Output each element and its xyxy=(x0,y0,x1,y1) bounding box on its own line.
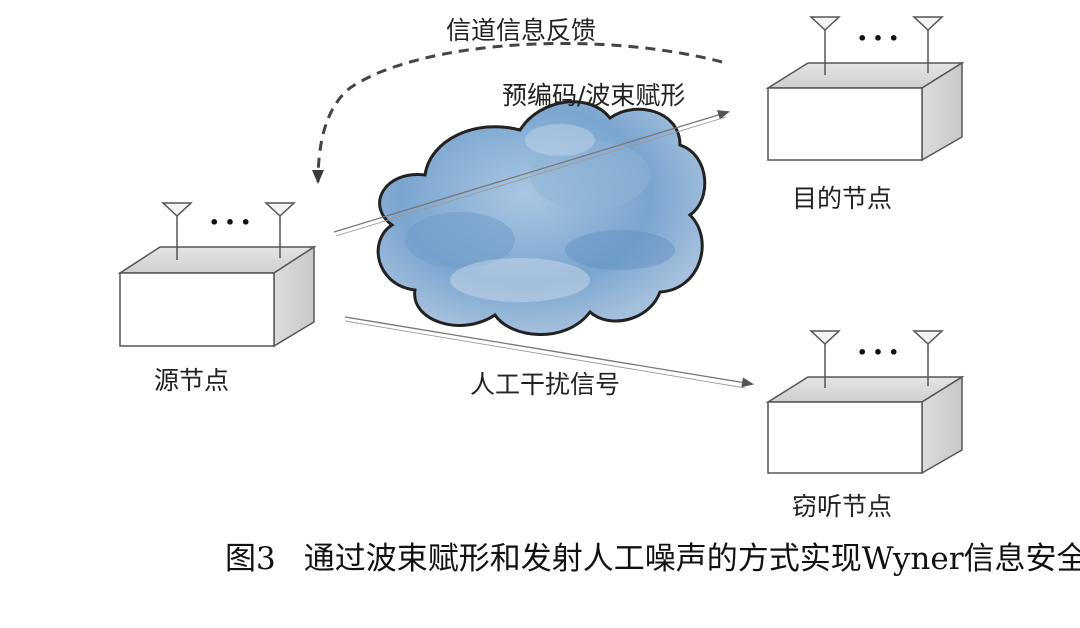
destination-node-box: • • • xyxy=(765,16,965,162)
source-antenna-left xyxy=(161,202,193,260)
csi-feedback-label: 信道信息反馈 xyxy=(446,16,597,45)
eavesdropper-antenna-ellipsis: • • • xyxy=(857,343,899,362)
beamforming-arrow xyxy=(333,110,730,237)
destination-node-label: 目的节点 xyxy=(792,184,893,213)
eavesdropper-antenna-right xyxy=(912,330,944,386)
source-node-label: 源节点 xyxy=(154,366,230,395)
source-node-box: • • • xyxy=(117,202,317,348)
destination-antenna-right xyxy=(912,16,944,73)
precoding-beamforming-label: 预编码/波束赋形 xyxy=(502,81,686,110)
source-antenna-right xyxy=(264,202,296,258)
eavesdropper-node-label: 窃听节点 xyxy=(792,492,893,521)
source-antenna-ellipsis: • • • xyxy=(209,213,251,232)
figure-number: 图3 xyxy=(225,541,276,577)
caption-text: 通过波束赋形和发射人工噪声的方式实现Wyner信息安全 xyxy=(303,541,1080,577)
wireless-channel-cloud xyxy=(376,100,707,336)
destination-antenna-ellipsis: • • • xyxy=(857,29,899,48)
csi-feedback-arrow xyxy=(312,42,723,184)
jamming-signal-arrow xyxy=(344,316,754,389)
eavesdropper-antenna-left xyxy=(809,330,841,388)
destination-antenna-left xyxy=(809,16,841,75)
figure-caption: 图3 通过波束赋形和发射人工噪声的方式实现Wyner信息安全 xyxy=(225,544,1080,575)
artificial-jamming-label: 人工干扰信号 xyxy=(470,370,621,399)
eavesdropper-node-box: • • • xyxy=(765,330,965,475)
